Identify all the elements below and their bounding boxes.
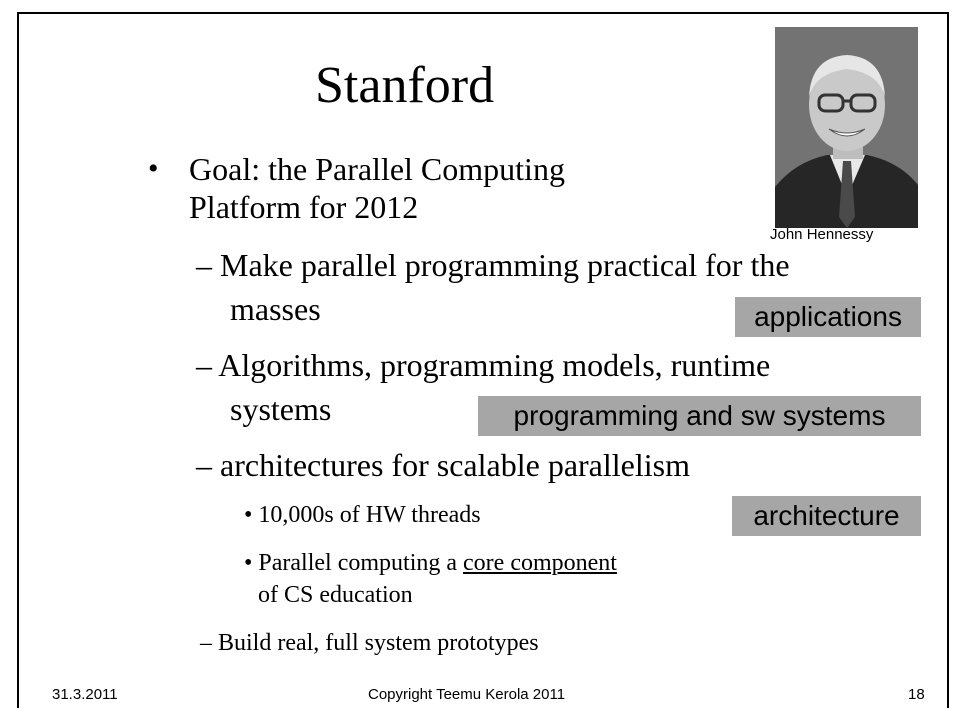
footer-page-number: 18 bbox=[908, 686, 925, 703]
tag-programming-and-sw-systems: programming and sw systems bbox=[478, 396, 921, 436]
underlined-core-component: core component bbox=[463, 550, 617, 576]
sub-bullet-4: – Build real, full system prototypes bbox=[200, 630, 539, 656]
sub-bullet-3-item-2-prefix: • Parallel computing a bbox=[244, 550, 464, 576]
sub-bullet-1-line2: masses bbox=[230, 291, 321, 327]
sub-bullet-2-line1: – Algorithms, programming models, runtim… bbox=[196, 347, 771, 383]
sub-bullet-3: – architectures for scalable parallelism bbox=[196, 447, 690, 483]
slide-frame bbox=[17, 12, 949, 708]
sub-bullet-2-line2: systems bbox=[230, 391, 332, 427]
portrait-photo bbox=[775, 27, 918, 228]
tag-applications: applications bbox=[735, 297, 921, 337]
footer-date: 31.3.2011 bbox=[52, 686, 118, 703]
sub-bullet-3-item-1: • 10,000s of HW threads bbox=[244, 502, 481, 528]
photo-caption: John Hennessy bbox=[770, 226, 874, 243]
bullet-main-line1: Goal: the Parallel Computing bbox=[189, 151, 565, 187]
sub-bullet-3-item-2-line2: of CS education bbox=[258, 582, 413, 608]
sub-bullet-1-line1: – Make parallel programming practical fo… bbox=[196, 247, 790, 283]
slide-title: Stanford bbox=[315, 57, 495, 114]
bullet-dot: • bbox=[148, 152, 159, 185]
footer-copyright: Copyright Teemu Kerola 2011 bbox=[368, 686, 566, 703]
tag-architecture: architecture bbox=[732, 496, 921, 536]
bullet-main-line2: Platform for 2012 bbox=[189, 189, 419, 225]
sub-bullet-3-item-2-line1: • Parallel computing a core component bbox=[244, 548, 617, 578]
